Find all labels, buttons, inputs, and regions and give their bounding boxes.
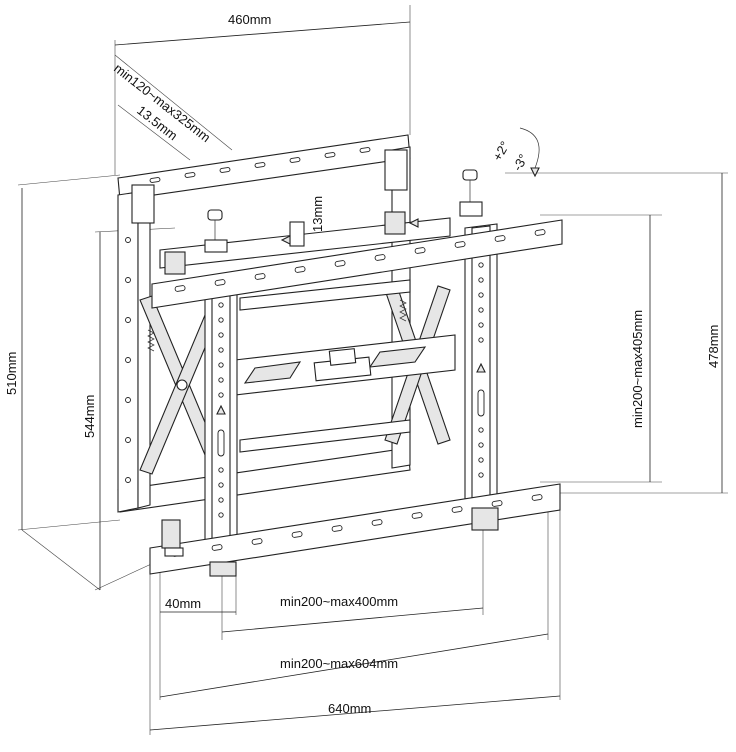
right-adjust-knob-icon — [459, 169, 483, 217]
left-rail-holes — [216, 302, 226, 518]
label-width-top: 460mm — [228, 12, 271, 27]
label-width-bottom: 640mm — [328, 701, 371, 716]
label-vertical-adjust: 13mm — [310, 196, 325, 232]
label-vesa-604: min200~max604mm — [280, 656, 398, 671]
label-tilt-up: +2° — [490, 139, 513, 164]
label-height-478: 478mm — [706, 325, 721, 368]
vertical-rails — [204, 223, 498, 549]
top-adjust-assembly — [131, 149, 483, 275]
label-vesa-vertical: min200~max405mm — [630, 310, 645, 428]
top-arm-slots — [174, 229, 546, 292]
label-offset-40: 40mm — [165, 596, 201, 611]
label-height-544: 544mm — [82, 395, 97, 438]
top-horizontal-arm — [151, 219, 563, 309]
left-upright-holes — [125, 237, 131, 483]
top-rail-slots — [149, 147, 371, 183]
dimension-lines — [17, 5, 728, 735]
tilt-arrow-icon — [519, 127, 540, 178]
label-vesa-400: min200~max400mm — [280, 594, 398, 609]
bottom-horizontal-arm — [149, 483, 561, 577]
left-adjust-knob-icon — [204, 209, 228, 253]
label-height-total: 510mm — [4, 352, 19, 395]
centre-crossbar — [234, 279, 456, 453]
label-tilt-down: -3° — [510, 151, 531, 173]
